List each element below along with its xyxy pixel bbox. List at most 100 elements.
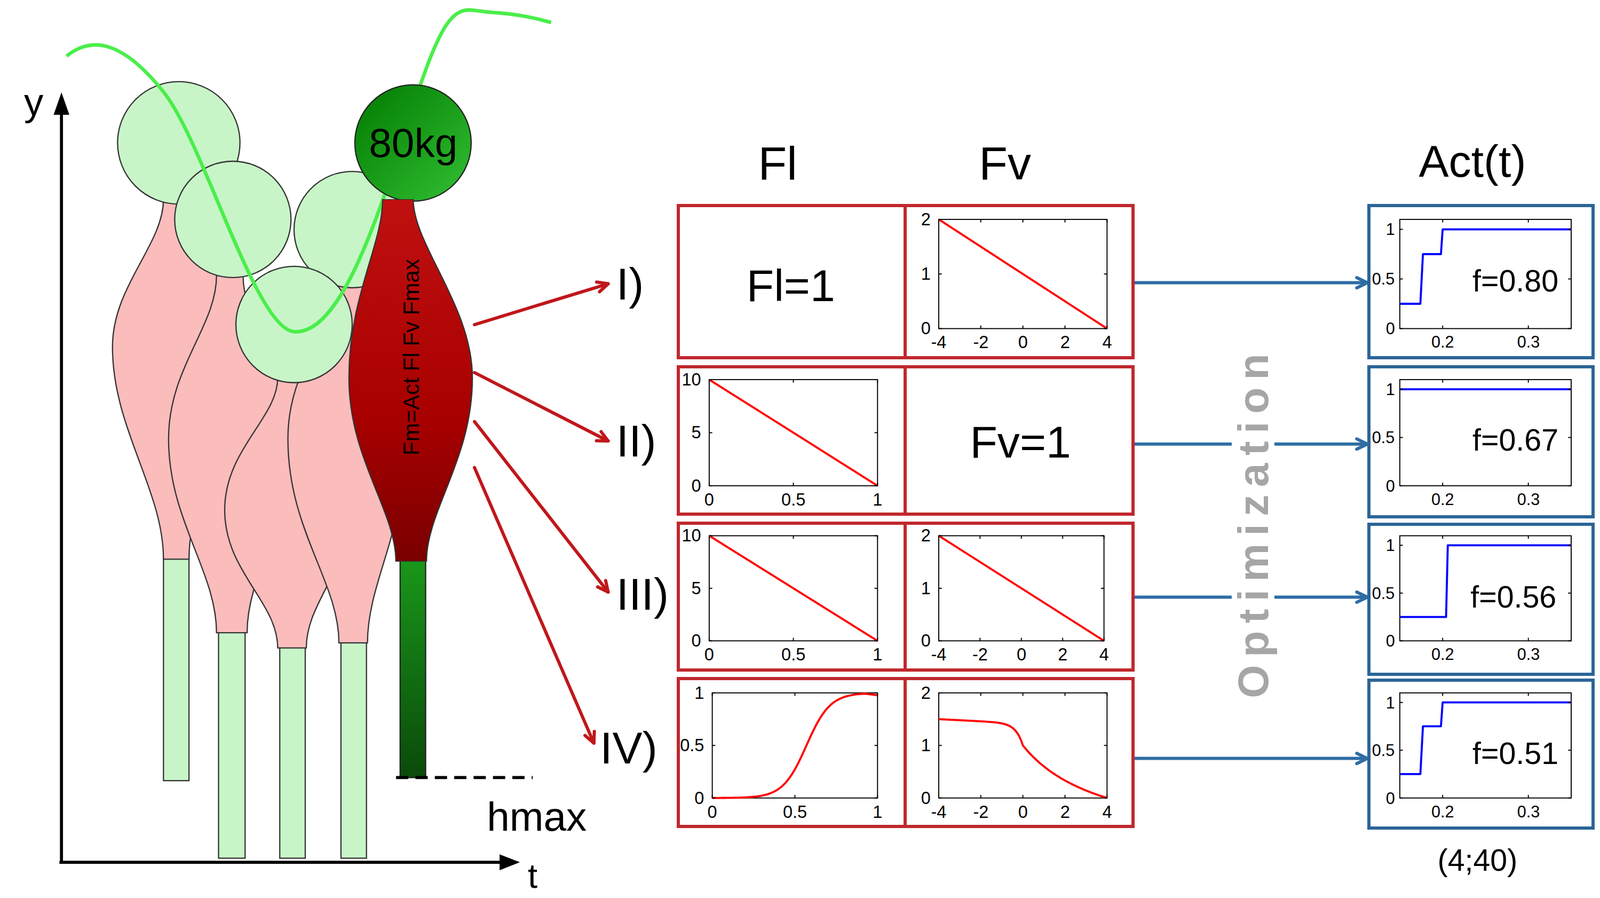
tick-mark: [1106, 219, 1108, 223]
height-label: hmax: [486, 796, 587, 837]
tick-label: 0: [1385, 320, 1396, 337]
tick-mark: [1527, 379, 1530, 383]
tick-label: -2: [972, 803, 989, 821]
tick-mark: [1567, 544, 1572, 546]
tick-label: 0.3: [1517, 803, 1541, 820]
plot-curve: [1399, 544, 1572, 617]
tick-mark: [980, 219, 982, 223]
muscle-shape: Fm=Act Fl Fv Fmax: [346, 199, 475, 562]
tick-mark: [1399, 592, 1404, 594]
tick-mark: [938, 325, 940, 329]
connector-arrow: [474, 281, 608, 325]
tick-label: 4: [1099, 645, 1110, 664]
activation-box: f=0.51: [1367, 678, 1595, 830]
tick-mark: [1022, 219, 1024, 223]
tick-label: 1: [921, 579, 931, 598]
tick-mark: [711, 794, 714, 798]
node-label: I): [616, 261, 644, 307]
node-label: Fl=1: [746, 263, 836, 308]
tick-mark: [938, 535, 940, 539]
tick-label: 1: [1385, 381, 1396, 398]
tick-label: 0: [1385, 789, 1396, 807]
tick-mark: [1399, 639, 1404, 641]
plot-frame: [1399, 692, 1572, 798]
tick-mark: [938, 744, 942, 746]
tick-label: 0: [1385, 632, 1396, 649]
tick-mark: [1442, 219, 1444, 223]
plot-frame: [938, 535, 1105, 641]
tick-label: -2: [972, 333, 989, 352]
tick-mark: [1064, 794, 1066, 798]
arrowhead: [1356, 277, 1368, 288]
tick-mark: [876, 637, 878, 641]
tick-mark: [1399, 485, 1404, 487]
tick-mark: [1527, 794, 1530, 798]
tick-label: 0.2: [1431, 333, 1455, 351]
tick-label: 0: [921, 631, 931, 650]
tick-label: 0: [694, 789, 704, 807]
tick-label: 0.3: [1517, 333, 1541, 351]
active-leg: [400, 550, 426, 778]
tick-mark: [874, 587, 878, 589]
tick-label: -4: [931, 333, 947, 352]
t-axis: [59, 860, 503, 864]
tick-mark: [1527, 325, 1530, 329]
leg: [218, 624, 246, 859]
tick-label: 2: [1057, 645, 1068, 664]
plot-curve: [1399, 387, 1572, 391]
tick-mark: [1442, 379, 1444, 383]
tick-mark: [1442, 535, 1444, 539]
tick-mark: [1399, 388, 1404, 390]
tick-label: 0.5: [679, 736, 704, 755]
tick-label: 10: [682, 370, 702, 389]
tick-mark: [1103, 535, 1105, 539]
tick-label: 2: [921, 210, 931, 229]
node-label: f=0.67: [1472, 424, 1559, 456]
tick-mark: [1567, 701, 1572, 703]
node-label: f=0.80: [1472, 265, 1559, 297]
tick-mark: [979, 535, 981, 539]
connector-line: [474, 467, 594, 743]
plot-frame: [712, 692, 878, 798]
node-label: Fm=Act Fl Fv Fmax: [399, 258, 423, 456]
tick-mark: [1567, 328, 1572, 330]
tick-mark: [1106, 692, 1108, 696]
y-axis: [59, 109, 63, 862]
tick-label: 1: [1385, 694, 1396, 711]
tick-label: -4: [931, 803, 947, 821]
model-row-box: I) Fl=1: [608, 203, 1136, 360]
tick-mark: [708, 535, 710, 539]
tick-mark: [1103, 637, 1105, 641]
connector-arrow: [1134, 277, 1368, 288]
tick-mark: [793, 379, 795, 383]
cell-divider: [903, 207, 907, 356]
node-label: II): [616, 418, 657, 464]
connector-arrow: [1134, 753, 1368, 764]
cell-divider: [903, 524, 907, 669]
tick-mark: [712, 744, 716, 746]
tick-mark: [1567, 485, 1572, 487]
plot-curve: [1399, 229, 1572, 304]
tick-mark: [876, 535, 878, 539]
tick-mark: [938, 692, 940, 696]
tick-mark: [1442, 482, 1444, 486]
node-label: f=0.51: [1472, 738, 1559, 769]
weight-circle: 80kg: [353, 83, 473, 203]
tick-mark: [1527, 219, 1530, 223]
activation-box: f=0.80: [1367, 203, 1595, 360]
connector-line: [474, 372, 608, 441]
arrowhead: [1356, 753, 1368, 764]
plot-frame: [709, 535, 878, 641]
tick-mark: [1442, 692, 1444, 696]
tick-mark: [709, 431, 713, 433]
axis-label: t: [527, 858, 538, 893]
tick-mark: [1022, 692, 1024, 696]
axis-arrowhead: [500, 854, 519, 870]
tick-mark: [1567, 388, 1572, 390]
leg: [279, 640, 306, 858]
tick-mark: [1022, 325, 1024, 329]
tick-label: -4: [931, 645, 947, 664]
tick-label: 10: [682, 526, 702, 545]
